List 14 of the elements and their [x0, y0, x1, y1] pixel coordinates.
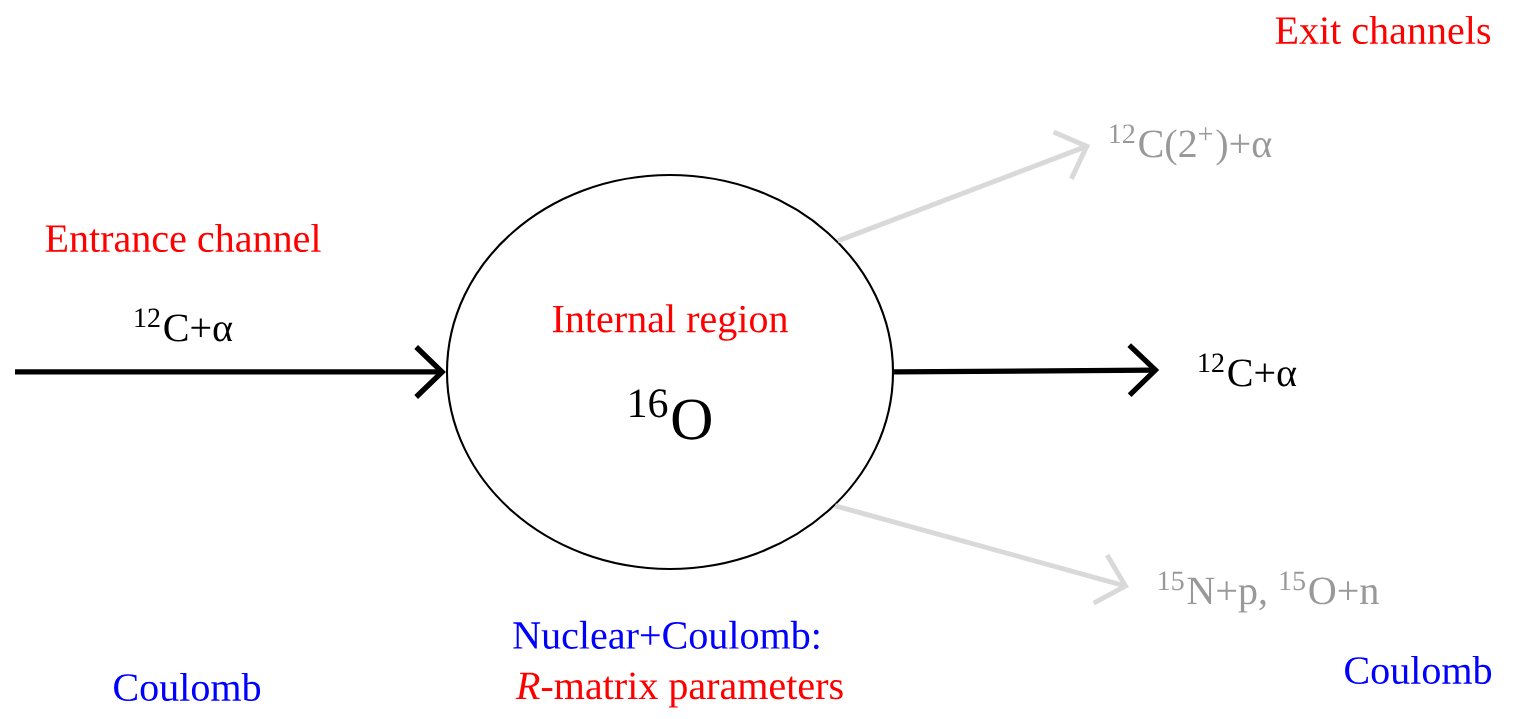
region-caption: R-matrix parameters	[515, 672, 843, 708]
edge-label: $^{12}$C+α	[135, 308, 233, 342]
arrow	[15, 345, 446, 399]
region-caption: Nuclear+Coulomb:	[513, 620, 819, 650]
heading: Exit channels	[1275, 15, 1491, 45]
heading: Entrance channel	[45, 223, 321, 253]
arrow	[837, 129, 1091, 244]
arrow	[834, 503, 1129, 606]
channel-label: $^{12}$C+α	[1199, 353, 1297, 387]
region-caption: Coulomb	[114, 672, 261, 702]
arrow	[894, 343, 1160, 398]
channel-label: $^{15}$N+p, $^{15}$O+n	[1159, 571, 1379, 613]
channel-label: $^{12}$C(2$^{+}$)+α	[1110, 124, 1272, 166]
region-caption: Coulomb	[1345, 655, 1492, 685]
